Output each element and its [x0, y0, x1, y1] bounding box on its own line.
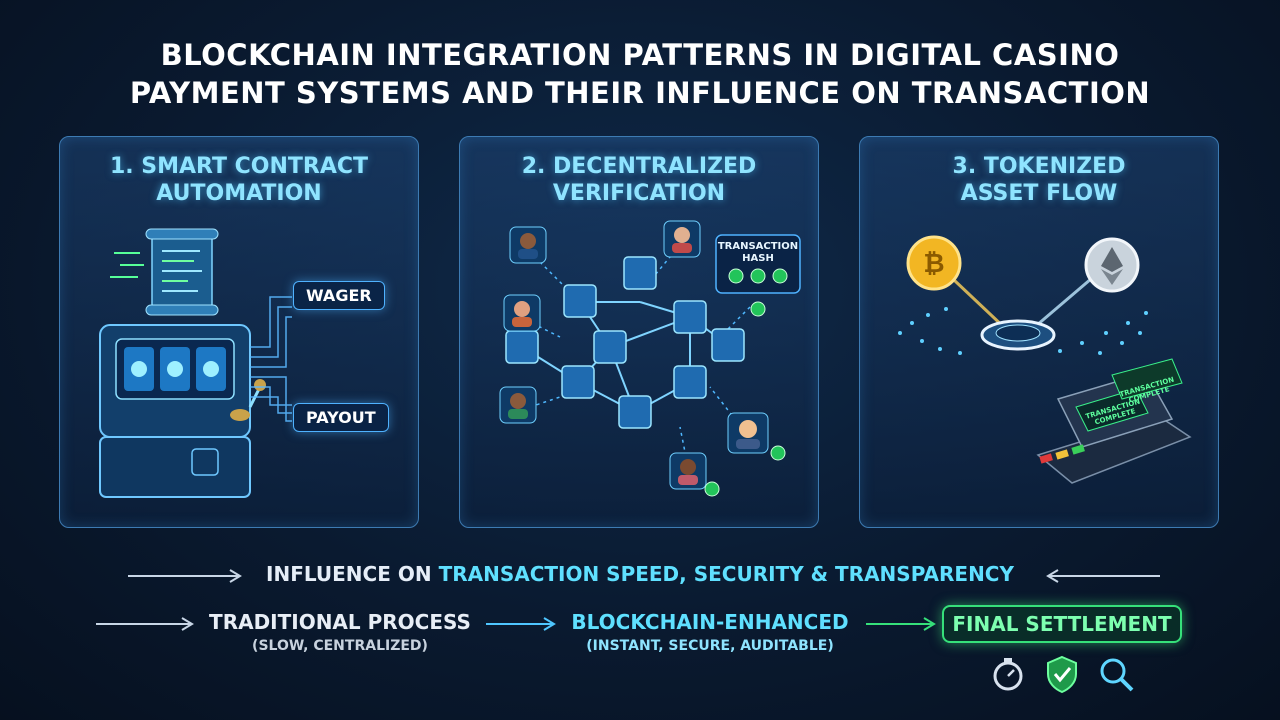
panel-title-line-1: 2. DECENTRALIZED	[521, 154, 757, 179]
traditional-process-sub: (SLOW, CENTRALIZED)	[252, 638, 428, 654]
blockchain-enhanced-sub: (INSTANT, SECURE, AUDITABLE)	[586, 638, 834, 654]
panel-title: 1. SMART CONTRACT AUTOMATION	[60, 153, 418, 207]
casino-chip-icon	[980, 319, 1056, 351]
panel-title-line-1: 3. TOKENIZED	[952, 154, 1126, 179]
payout-label: PAYOUT	[293, 403, 389, 432]
hash-box-line-1: TRANSACTION	[717, 241, 799, 252]
magnifier-icon	[1100, 658, 1134, 692]
slot-machine-icon	[99, 324, 266, 498]
flow-arrow-middle	[486, 617, 556, 631]
panel-smart-contract: 1. SMART CONTRACT AUTOMATION	[59, 136, 419, 528]
shield-check-icon	[1047, 655, 1077, 694]
influence-arrow-left	[128, 569, 242, 583]
influence-highlight: TRANSACTION SPEED, SECURITY & TRANSPAREN…	[438, 562, 1014, 586]
flow-arrow-final	[866, 617, 936, 631]
final-settlement-badge: FINAL SETTLEMENT	[942, 605, 1182, 643]
svg-text:₿: ₿	[923, 249, 944, 279]
influence-arrow-right	[1046, 569, 1160, 583]
block-nodes	[505, 256, 745, 429]
title-line-1: BLOCKCHAIN INTEGRATION PATTERNS IN DIGIT…	[160, 38, 1120, 72]
panel-title: 3. TOKENIZED ASSET FLOW	[860, 153, 1218, 207]
wager-label: WAGER	[293, 281, 385, 310]
contract-scroll-icon	[145, 228, 219, 316]
panel-title-line-2: AUTOMATION	[156, 181, 322, 206]
stopwatch-icon	[993, 658, 1023, 691]
flow-arrow-start	[96, 617, 194, 631]
influence-prefix: INFLUENCE ON	[266, 562, 439, 586]
bitcoin-coin-icon: ₿	[906, 235, 962, 291]
panel-decentralized-verification: 2. DECENTRALIZED VERIFICATION	[459, 136, 819, 528]
hash-box-line-2: HASH	[742, 253, 774, 264]
transaction-hash-box: TRANSACTION HASH	[716, 241, 800, 265]
page-title: BLOCKCHAIN INTEGRATION PATTERNS IN DIGIT…	[0, 36, 1280, 112]
ethereum-coin-icon	[1084, 237, 1140, 293]
panel-title-line-1: 1. SMART CONTRACT	[109, 154, 369, 179]
panel-title: 2. DECENTRALIZED VERIFICATION	[460, 153, 818, 207]
title-line-2: PAYMENT SYSTEMS AND THEIR INFLUENCE ON T…	[129, 76, 1151, 110]
network-illustration	[499, 220, 801, 497]
panel-title-line-2: ASSET FLOW	[960, 181, 1118, 206]
influence-heading: INFLUENCE ON TRANSACTION SPEED, SECURITY…	[0, 562, 1280, 586]
traditional-process-label: TRADITIONAL PROCESS	[209, 610, 471, 634]
panel-tokenized-asset-flow: 3. TOKENIZED ASSET FLOW ₿	[859, 136, 1219, 528]
payment-terminal-icon	[1036, 358, 1192, 484]
user-avatars	[499, 220, 769, 490]
panel-title-line-2: VERIFICATION	[552, 181, 726, 206]
asset-flow-illustration: ₿	[898, 235, 1192, 484]
blockchain-enhanced-label: BLOCKCHAIN-ENHANCED	[571, 610, 849, 634]
smart-contract-illustration	[99, 228, 292, 498]
